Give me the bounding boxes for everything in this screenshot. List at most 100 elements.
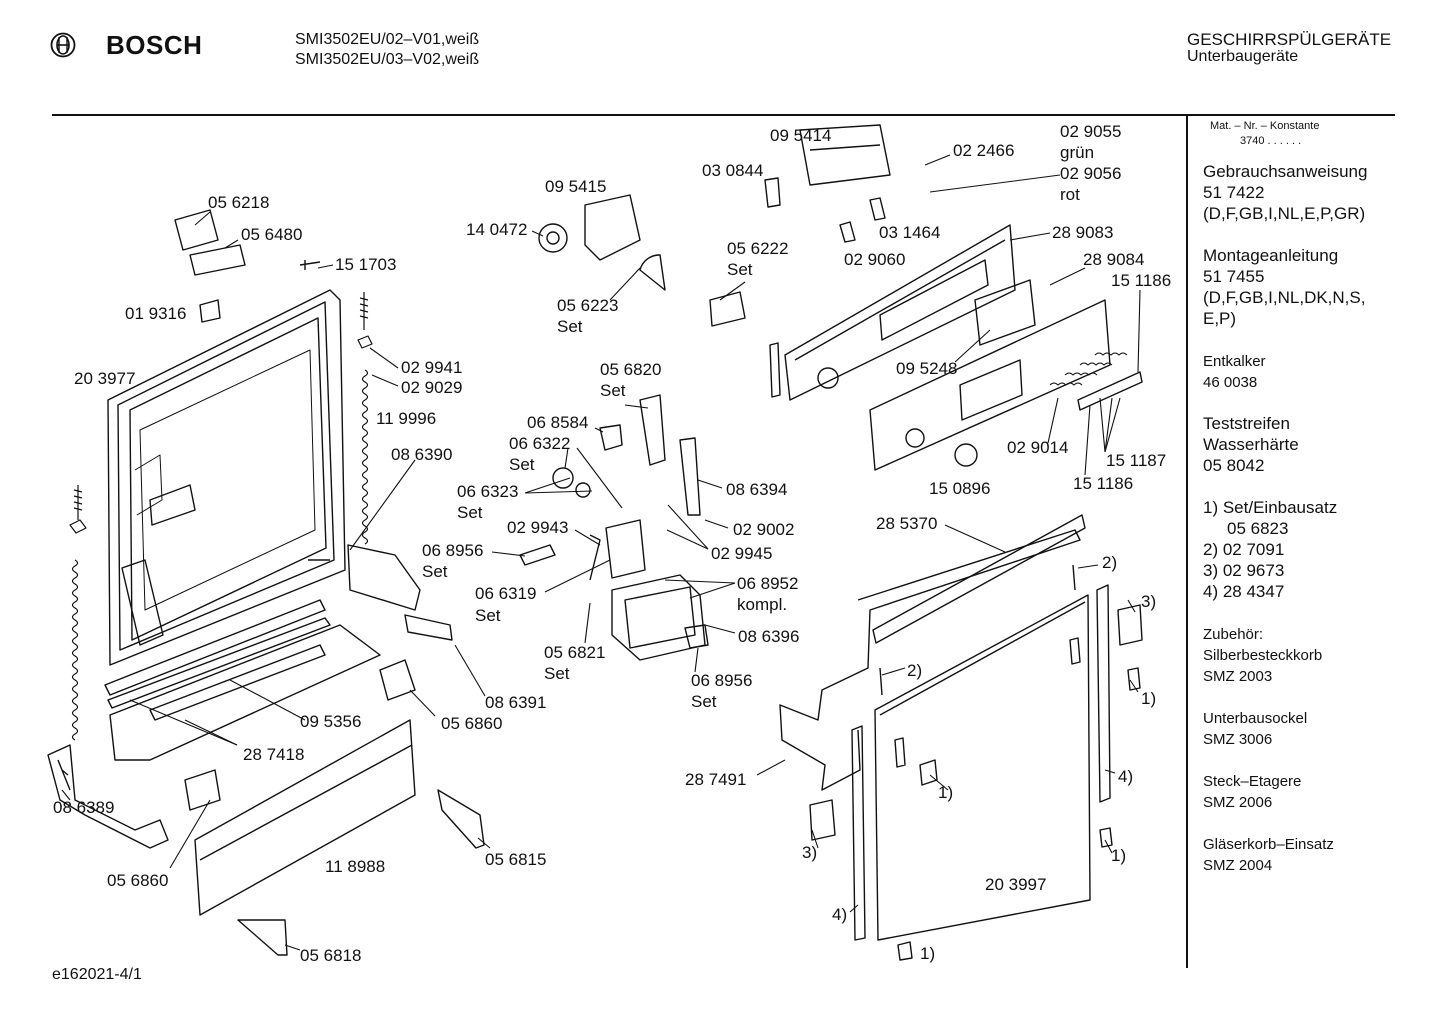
callout-part-number: 09 5248 — [896, 359, 958, 378]
door-springs — [69, 292, 373, 741]
note-1: 1) Set/Einbausatz — [1203, 498, 1338, 517]
callout-part-number: 03 0844 — [702, 161, 764, 180]
callout-part-number: 05 6815 — [485, 850, 547, 869]
mat-nr-label: Mat. – Nr. – Konstante — [1210, 120, 1320, 132]
callout-part-number: 11 8988 — [325, 857, 386, 876]
callout-footnote-ref: 3) — [1141, 592, 1157, 611]
accessory-2-number: SMZ 3006 — [1203, 731, 1273, 748]
model-line-1: SMI3502EU/02–V01,weiß — [295, 31, 480, 48]
manual-languages: (D,F,GB,I,NL,E,P,GR) — [1203, 204, 1366, 223]
accessory-3-name: Steck–Etagere — [1203, 773, 1302, 790]
callout-part-number: 06 8584 — [527, 413, 589, 432]
callout-footnote-ref: 1) — [1141, 689, 1157, 708]
callout-part-number: 05 6480 — [241, 225, 303, 244]
callout-part-number: 05 6218 — [208, 193, 270, 212]
accessory-3-number: SMZ 2006 — [1203, 794, 1273, 811]
callout-part-number: 05 6223 — [557, 296, 619, 315]
callout-part-number: 11 9996 — [376, 409, 437, 428]
teststrip-title-2: Wasserhärte — [1203, 435, 1299, 454]
bosch-logo-icon — [50, 32, 76, 58]
callout-part-number: 02 9943 — [507, 518, 569, 537]
callout-set-label: Set — [475, 606, 501, 625]
mount-title: Montageanleitung — [1203, 246, 1339, 265]
callout-part-number: 01 9316 — [125, 304, 187, 323]
header-divider — [52, 114, 1395, 116]
callout-part-number: 06 6323 — [457, 482, 519, 501]
note-1-number: 05 6823 — [1227, 519, 1289, 538]
accessory-4-number: SMZ 2004 — [1203, 857, 1273, 874]
callout-set-label: Set — [544, 664, 570, 683]
mount-languages-2: E,P) — [1203, 309, 1237, 328]
callout-part-number: 15 1187 — [1106, 451, 1167, 470]
category-title: GESCHIRRSPÜLGERÄTE — [1187, 30, 1392, 49]
accessory-2-name: Unterbausockel — [1203, 710, 1308, 727]
sidebar-divider — [1186, 116, 1188, 968]
callout-part-number: 08 6389 — [53, 798, 115, 817]
descaler-title: Entkalker — [1203, 353, 1266, 370]
callout-part-number: 05 6820 — [600, 360, 662, 379]
callout-part-number: 05 6860 — [107, 871, 169, 890]
callout-footnote-ref: 1) — [938, 783, 954, 802]
callout-part-number: 02 9002 — [733, 520, 795, 539]
callout-part-number: 28 7418 — [243, 745, 305, 764]
accessories-title: Zubehör: — [1203, 626, 1264, 643]
callout-part-number: 15 0896 — [929, 479, 991, 498]
callout-set-label: Set — [727, 260, 753, 279]
callout-part-number: 02 9055 — [1060, 122, 1122, 141]
callout-part-number: 15 1703 — [335, 255, 397, 274]
callout-part-number: 28 7491 — [685, 770, 747, 789]
model-line-2: SMI3502EU/03–V02,weiß — [295, 51, 480, 68]
callout-part-number: 05 6821 — [544, 643, 606, 662]
callout-part-number: 06 8956 — [691, 671, 753, 690]
callout-footnote-ref: 1) — [1111, 846, 1127, 865]
dispenser-assembly — [519, 194, 709, 661]
teststrip-number: 05 8042 — [1203, 456, 1265, 475]
callout-kompl-label: kompl. — [737, 595, 788, 614]
accessory-4-name: Gläserkorb–Einsatz — [1203, 836, 1334, 853]
switch-springs — [1049, 352, 1143, 411]
callout-part-number: 06 8952 — [737, 574, 799, 593]
callout-part-number: 20 3997 — [985, 875, 1047, 894]
top-brackets — [174, 209, 321, 323]
callout-set-label: Set — [457, 503, 483, 522]
mat-nr-value: 3740 . . . . . . — [1240, 135, 1302, 147]
control-panel — [709, 124, 1111, 471]
callout-part-number: 09 5356 — [300, 712, 362, 731]
mount-number: 51 7455 — [1203, 267, 1265, 286]
manual-number: 51 7422 — [1203, 183, 1265, 202]
callout-footnote-ref: 2) — [907, 661, 923, 680]
teststrip-title-1: Teststreifen — [1203, 414, 1290, 433]
callout-footnote-ref: 4) — [832, 905, 848, 924]
brand-name: BOSCH — [106, 30, 203, 60]
callout-set-label: Set — [691, 692, 717, 711]
callout-part-number: 06 6322 — [509, 434, 571, 453]
callout-part-number: 09 5414 — [770, 126, 832, 145]
callout-set-label: Set — [557, 317, 583, 336]
bottom-trays — [104, 599, 416, 811]
callout-part-number: 02 9941 — [401, 358, 463, 377]
note-2: 2) 02 7091 — [1203, 540, 1285, 559]
callout-part-number: 08 6390 — [391, 445, 453, 464]
mount-languages-1: (D,F,GB,I,NL,DK,N,S, — [1203, 288, 1366, 307]
callout-part-number: 09 5415 — [545, 177, 607, 196]
callout-part-number: 02 9029 — [401, 378, 463, 397]
callout-part-number: 08 6396 — [738, 627, 800, 646]
callout-part-number: 14 0472 — [466, 220, 528, 239]
kick-panel — [194, 719, 485, 956]
callout-part-number: 08 6391 — [485, 693, 547, 712]
callout-part-number: 15 1186 — [1073, 474, 1134, 493]
callout-footnote-ref: 2) — [1102, 553, 1118, 572]
callout-part-number: 03 1464 — [879, 223, 941, 242]
descaler-number: 46 0038 — [1203, 374, 1258, 391]
subcategory-title: Unterbaugeräte — [1187, 48, 1299, 65]
manual-title: Gebrauchsanweisung — [1203, 162, 1368, 181]
callout-part-number: 02 9060 — [844, 250, 906, 269]
callout-part-number: 20 3977 — [74, 369, 136, 388]
callout-part-number: 05 6860 — [441, 714, 503, 733]
callout-set-label: Set — [509, 455, 535, 474]
callout-part-number: 02 2466 — [953, 141, 1015, 160]
hinges — [47, 544, 453, 849]
callout-part-number: 28 9083 — [1052, 223, 1114, 242]
callout-color-label: rot — [1060, 185, 1080, 204]
callout-part-number: 08 6394 — [726, 480, 788, 499]
